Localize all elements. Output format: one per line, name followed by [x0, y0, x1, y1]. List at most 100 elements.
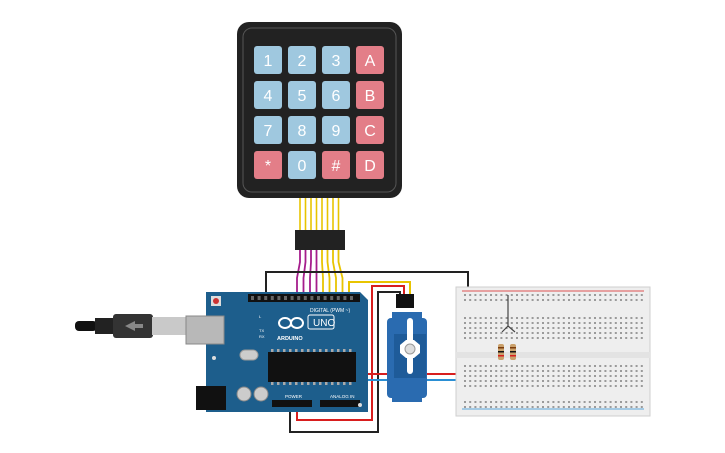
breadboard-hole [620, 322, 622, 324]
breadboard-hole [521, 365, 524, 367]
key-3[interactable]: 3 [322, 46, 350, 74]
chip-pin [289, 349, 292, 352]
key-A[interactable]: A [356, 46, 384, 74]
breadboard-hole [568, 370, 570, 372]
breadboard-hole [583, 317, 586, 319]
breadboard-hole [568, 294, 570, 296]
breadboard-hole [536, 317, 539, 319]
key-#[interactable]: # [322, 151, 350, 179]
key-9[interactable]: 9 [322, 116, 350, 144]
breadboard-hole [495, 401, 498, 403]
breadboard-hole [474, 294, 477, 296]
breadboard-hole [479, 299, 482, 301]
key-6[interactable]: 6 [322, 81, 350, 109]
breadboard-hole [583, 385, 586, 387]
key-4[interactable]: 4 [254, 81, 282, 109]
breadboard-hole [500, 365, 503, 367]
breadboard-hole [588, 406, 591, 408]
breadboard-hole [490, 294, 492, 296]
breadboard-hole [484, 322, 487, 324]
chip-pin [283, 382, 286, 385]
breadboard-hole [599, 294, 602, 296]
breadboard-hole [495, 327, 498, 329]
chip-pin [307, 382, 310, 385]
key-8[interactable]: 8 [288, 116, 316, 144]
breadboard-hole [568, 375, 570, 377]
wire-yellow-servo-signal [348, 281, 411, 296]
key-label: B [365, 88, 376, 105]
breadboard-hole [542, 294, 544, 296]
breadboard-hole [479, 380, 482, 382]
breadboard-hole [516, 337, 518, 339]
breadboard-hole [464, 337, 466, 339]
breadboard-hole [495, 406, 498, 408]
breadboard-hole [474, 327, 477, 329]
arduino-uno[interactable]: DIGITAL (PWM ~) ARDUINO UNO TX RX L POWE… [185, 292, 368, 412]
breadboard-hole [620, 317, 622, 319]
key-*[interactable]: * [254, 151, 282, 179]
breadboard-hole [526, 322, 529, 324]
breadboard-hole [510, 375, 513, 377]
key-C[interactable]: C [356, 116, 384, 144]
chip-pin [349, 349, 352, 352]
breadboard-hole [547, 380, 550, 382]
breadboard-hole [578, 332, 581, 334]
breadboard-hole [547, 332, 550, 334]
key-0[interactable]: 0 [288, 151, 316, 179]
breadboard-hole [594, 327, 596, 329]
breadboard-hole [536, 337, 539, 339]
breadboard-hole [604, 365, 607, 367]
breadboard-hole [599, 332, 602, 334]
chip-pin [319, 382, 322, 385]
key-face [322, 46, 350, 74]
breadboard-hole [484, 337, 487, 339]
breadboard-hole [588, 322, 591, 324]
breadboard-hole [464, 370, 466, 372]
breadboard[interactable] [455, 286, 651, 417]
key-1[interactable]: 1 [254, 46, 282, 74]
key-2[interactable]: 2 [288, 46, 316, 74]
breadboard-hole [479, 370, 482, 372]
servo-motor[interactable] [387, 294, 427, 402]
chip-pin [271, 382, 274, 385]
breadboard-hole [469, 385, 472, 387]
breadboard-hole [547, 294, 550, 296]
breadboard-hole [640, 337, 643, 339]
breadboard-hole [495, 365, 498, 367]
breadboard-hole [599, 370, 602, 372]
breadboard-hole [578, 370, 581, 372]
key-7[interactable]: 7 [254, 116, 282, 144]
breadboard-hole [557, 385, 560, 387]
breadboard-hole [490, 322, 492, 324]
breadboard-hole [578, 380, 581, 382]
breadboard-hole [573, 401, 576, 403]
key-D[interactable]: D [356, 151, 384, 179]
analog-header [320, 400, 360, 407]
chip-pin [295, 349, 298, 352]
breadboard-hole [557, 370, 560, 372]
breadboard-hole [630, 299, 633, 301]
breadboard-hole [625, 332, 628, 334]
key-B[interactable]: B [356, 81, 384, 109]
breadboard-hole [609, 401, 612, 403]
key-5[interactable]: 5 [288, 81, 316, 109]
ribbon-lower-wire [309, 250, 312, 296]
breadboard-hole [583, 332, 586, 334]
breadboard-hole [578, 294, 581, 296]
breadboard-hole [542, 332, 544, 334]
breadboard-hole [479, 385, 482, 387]
breadboard-hole [474, 380, 477, 382]
breadboard-hole [630, 365, 633, 367]
breadboard-hole [588, 332, 591, 334]
breadboard-hole [464, 332, 466, 334]
breadboard-hole [531, 294, 534, 296]
breadboard-hole [490, 299, 492, 301]
breadboard-hole [484, 375, 487, 377]
header-pin [336, 296, 340, 300]
breadboard-hole [495, 380, 498, 382]
breadboard-hole [594, 385, 596, 387]
breadboard-hole [510, 322, 513, 324]
chip-pin [301, 382, 304, 385]
breadboard-hole [588, 327, 591, 329]
